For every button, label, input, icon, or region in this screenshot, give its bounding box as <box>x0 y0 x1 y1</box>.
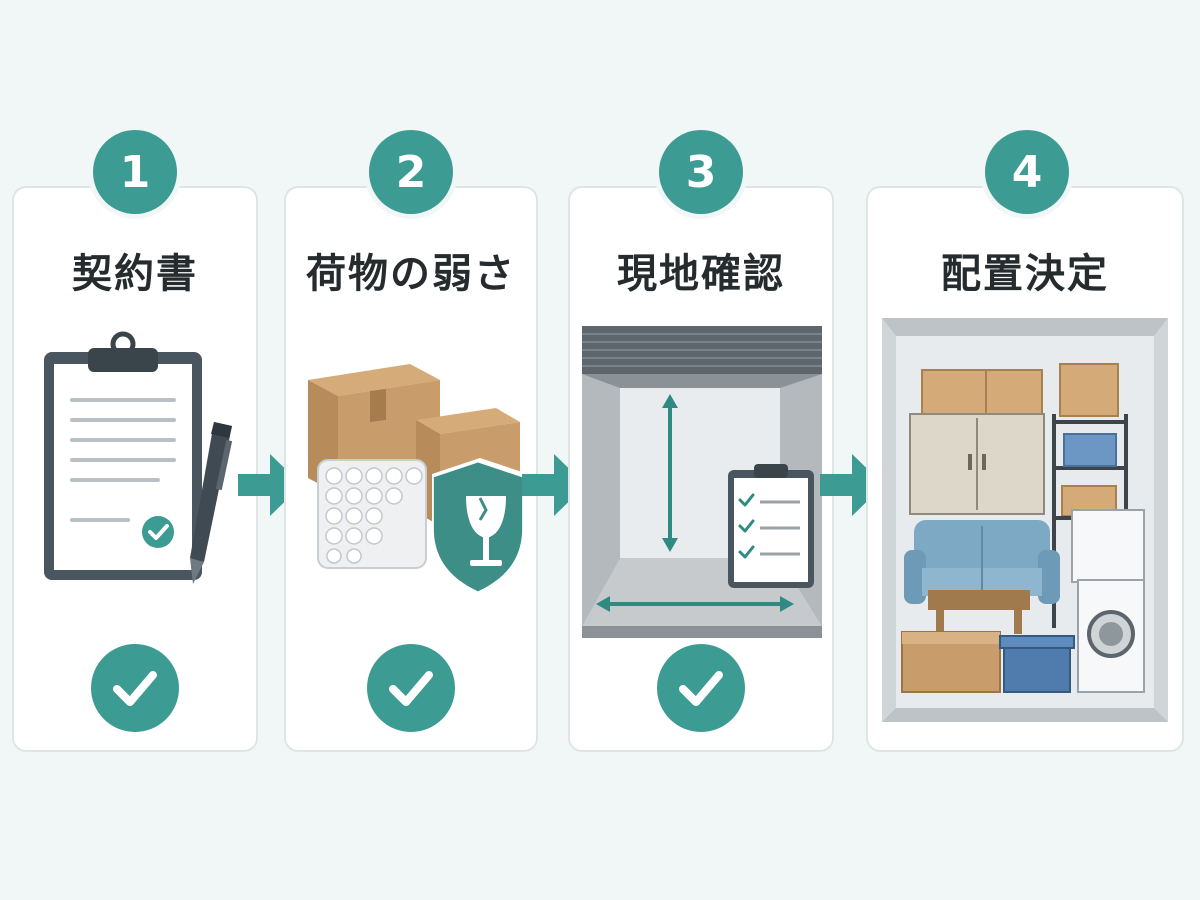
shutter-door <box>582 326 822 374</box>
fridge-icon <box>1071 509 1145 583</box>
storage-unit-icon <box>582 326 822 638</box>
step-3-title: 現地確認 <box>617 251 785 297</box>
step-4-title: 配置決定 <box>941 251 1109 297</box>
step-3-check-icon <box>657 644 745 732</box>
step-2-check-icon <box>367 644 455 732</box>
step-1-number-badge: 1 <box>93 130 177 214</box>
cabinet-icon <box>909 413 1045 515</box>
washing-machine-icon <box>1077 579 1145 693</box>
step-3-number-badge: 3 <box>659 130 743 214</box>
pen-icon <box>190 422 233 584</box>
step-4-number-badge: 4 <box>985 130 1069 214</box>
packages-illustration <box>308 364 528 598</box>
cardboard-box-icon <box>921 363 1119 517</box>
table-icon <box>928 590 1030 634</box>
storage-bin-icon-blue <box>999 635 1075 693</box>
storage-layout-illustration <box>882 318 1168 722</box>
step-2-title: 荷物の弱さ <box>306 251 516 297</box>
checklist-icon <box>728 464 814 588</box>
clipboard-icon <box>44 331 233 584</box>
step-1-check-icon <box>91 644 179 732</box>
step-2-number-badge: 2 <box>369 130 453 214</box>
storage-bin-icon <box>1063 433 1117 467</box>
cardboard-box-icon-bottom <box>901 631 1001 693</box>
fragile-shield-icon <box>432 458 528 598</box>
step-1-title: 契約書 <box>72 251 198 297</box>
bubble-wrap-icon <box>317 459 427 569</box>
